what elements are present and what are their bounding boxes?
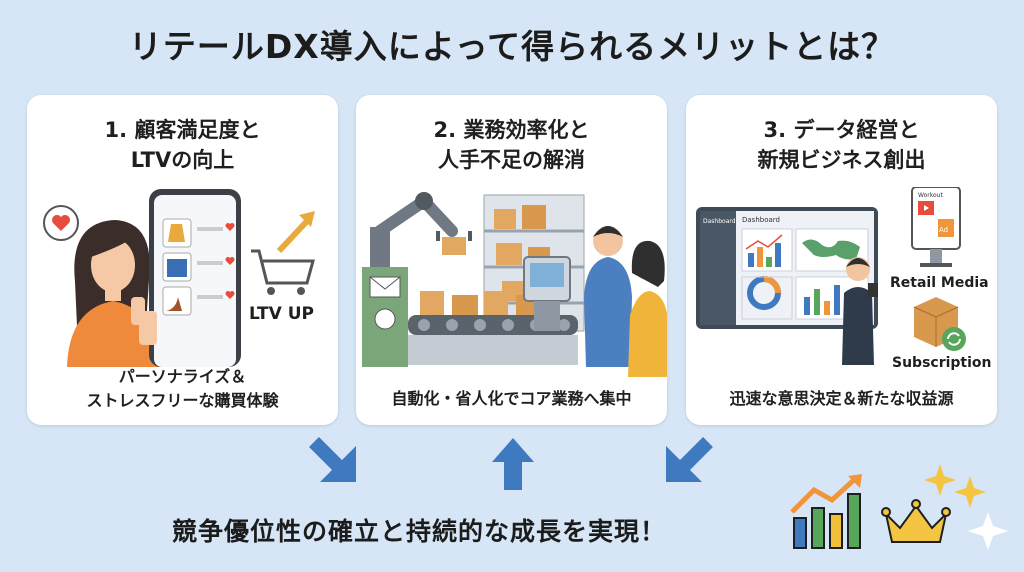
dashboard-header: Dashboard [742,216,780,224]
analyst-figure [842,257,878,365]
card-title-line1: 3. データ経営と [763,118,920,142]
card-title: 2. 業務効率化と 人手不足の解消 [356,115,667,175]
staff-figure [584,226,632,367]
sparkle-icon [924,464,1008,550]
card-caption: 自動化・省人化でコア業務へ集中 [356,387,667,411]
card-caption-line1: 自動化・省人化でコア業務へ集中 [391,389,632,408]
pos-terminal-icon [523,256,571,331]
arrow-down-right-icon [309,437,356,482]
card-title: 3. データ経営と 新規ビジネス創出 [686,115,997,175]
growth-arrow-icon [276,216,312,254]
mail-icon [369,276,401,298]
card-caption: 迅速な意思決定＆新たな収益源 [686,387,997,411]
subscription-box-icon [913,297,966,351]
benefit-card-customer: 1. 顧客満足度と LTVの向上 [27,95,338,425]
card-title-line1: 2. 業務効率化と [433,118,590,142]
customer-figure [628,240,667,377]
benefit-card-efficiency: 2. 業務効率化と 人手不足の解消 [356,95,667,425]
hand [139,311,157,345]
data-illustration: Dashboard Dashboard [696,187,992,371]
card-caption-line1: パーソナライズ＆ [118,367,247,386]
kiosk-icon: Workout Ad [911,187,961,267]
growth-chart-icon [790,474,862,549]
cart-icon [251,249,315,295]
card-title: 1. 顧客満足度と LTVの向上 [27,115,338,175]
heart-bubble-icon [43,205,79,241]
card-title-line2: LTVの向上 [130,148,235,172]
arrow-up-icon [492,438,534,490]
arrow-down-left-icon [666,437,713,482]
shopping-illustration: LTV UP [43,189,315,367]
kiosk-label: Workout [918,192,943,199]
subscription-label: Subscription [892,355,992,371]
dashboard-label: Dashboard [703,218,736,225]
crown-icon [881,499,951,543]
automation-illustration [362,192,667,377]
kiosk-ad: Ad [939,226,948,234]
card-title-line2: 新規ビジネス創出 [757,148,926,172]
conclusion-text: 競争優位性の確立と持続的な成長を実現！ [172,517,667,546]
card-title-line2: 人手不足の解消 [438,148,585,172]
ltv-badge: LTV UP [249,304,314,324]
card-caption: パーソナライズ＆ ストレスフリーな購買体験 [27,365,338,413]
page-title: リテールDX導入によって得られるメリットとは？ [128,27,896,66]
robot-icon [374,308,396,330]
tablet-icon [868,283,878,297]
benefit-card-data: 3. データ経営と 新規ビジネス創出 Dashboard Dashboard [686,95,997,425]
card-title-line1: 1. 顧客満足度と [104,118,261,142]
retail-media-label: Retail Media [890,275,989,291]
smartphone-icon [149,189,241,367]
card-caption-line1: 迅速な意思決定＆新たな収益源 [729,389,954,408]
card-caption-line2: ストレスフリーな購買体験 [86,391,279,410]
